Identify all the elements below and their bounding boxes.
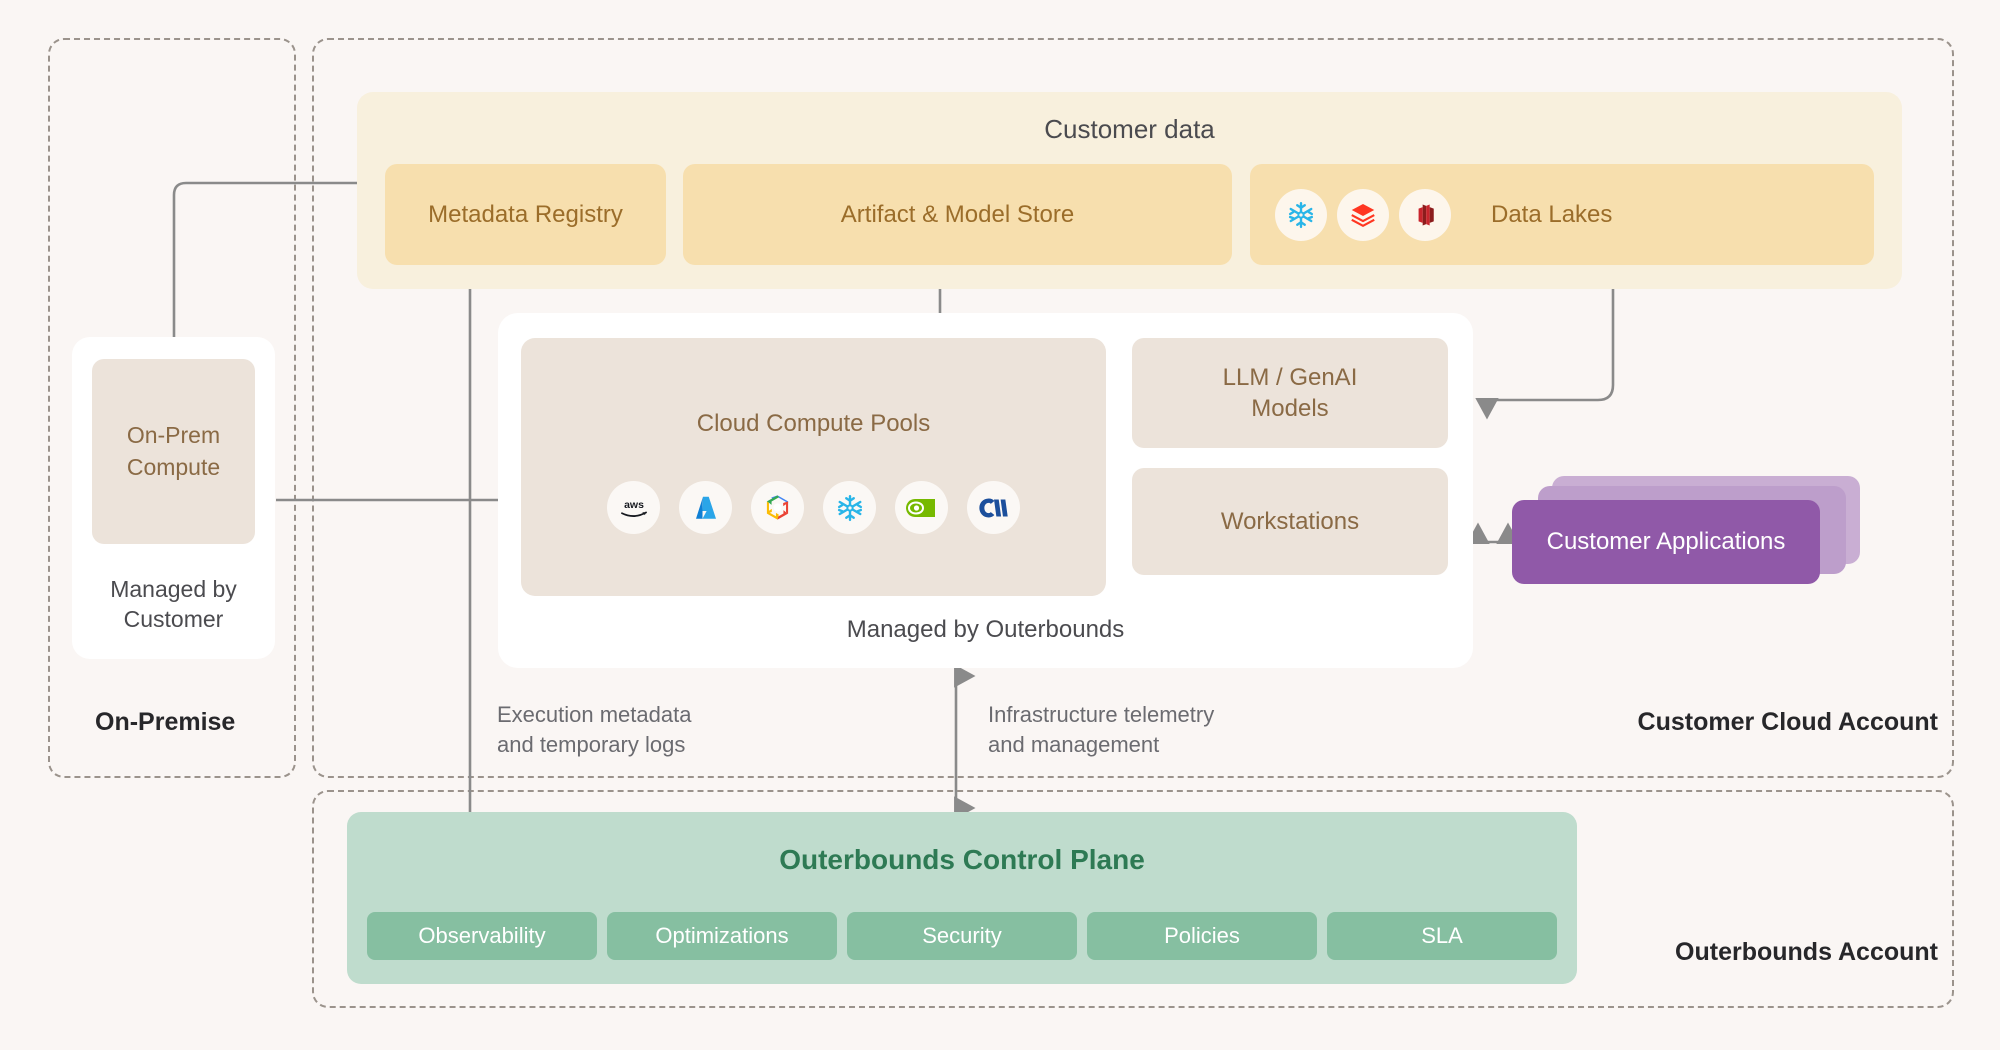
google-cloud-icon <box>751 481 804 534</box>
control-plane-pill-group: Observability Optimizations Security Pol… <box>367 912 1557 960</box>
control-plane-pill-label: Optimizations <box>655 923 789 948</box>
workstations-box[interactable]: Workstations <box>1132 468 1448 575</box>
zone-outerbounds-account <box>312 790 1954 1008</box>
zone-label-on-premise: On-Premise <box>95 708 236 736</box>
data-lakes-box[interactable]: Data Lakes <box>1250 164 1874 265</box>
metadata-registry-box[interactable]: Metadata Registry <box>385 164 666 265</box>
databricks-icon <box>1337 188 1389 241</box>
zone-customer-cloud-account <box>312 38 1954 778</box>
customer-applications-label: Customer Applications <box>1546 528 1786 555</box>
control-plane-pill-observability[interactable]: Observability <box>367 912 597 960</box>
customer-data-panel: Customer data Metadata Registry Artifact… <box>357 92 1902 289</box>
artifact-model-store-label: Artifact & Model Store <box>840 200 1075 228</box>
svg-text:aws: aws <box>624 499 644 511</box>
workstations-label: Workstations <box>1220 507 1360 535</box>
control-plane-pill-security[interactable]: Security <box>847 912 1077 960</box>
llm-genai-models-label: LLM / GenAI Models <box>1222 363 1358 422</box>
managed-by-outerbounds-label: Managed by Outerbounds <box>846 616 1125 643</box>
control-plane-title: Outerbounds Control Plane <box>779 844 1145 875</box>
on-prem-compute-box[interactable]: On-Prem Compute <box>92 359 255 544</box>
outerbounds-managed-panel: Cloud Compute Pools aws <box>498 313 1473 668</box>
control-plane-pill-optimizations[interactable]: Optimizations <box>607 912 837 960</box>
azure-icon <box>679 481 732 534</box>
control-plane-pill-label: Security <box>922 923 1002 948</box>
outerbounds-control-plane-panel: Outerbounds Control Plane Observability … <box>347 812 1577 984</box>
annotation-execution-metadata: Execution metadata and temporary logs <box>497 702 692 757</box>
control-plane-pill-label: Policies <box>1164 923 1240 948</box>
control-plane-pill-policies[interactable]: Policies <box>1087 912 1317 960</box>
redshift-icon <box>1399 188 1451 241</box>
snowflake-icon <box>1275 188 1327 241</box>
customer-applications-stack[interactable]: Customer Applications <box>1512 476 1860 584</box>
aws-icon: aws <box>607 481 660 534</box>
nvidia-icon <box>895 481 948 534</box>
cloud-compute-pools-label: Cloud Compute Pools <box>696 410 931 437</box>
zone-label-customer-cloud-account: Customer Cloud Account <box>1637 708 1938 736</box>
llm-genai-models-box[interactable]: LLM / GenAI Models <box>1132 338 1448 448</box>
artifact-model-store-box[interactable]: Artifact & Model Store <box>683 164 1232 265</box>
cloud-compute-pools-box[interactable]: Cloud Compute Pools aws <box>521 338 1106 596</box>
customer-data-title: Customer data <box>1044 114 1215 144</box>
annotation-infrastructure-telemetry: Infrastructure telemetry and management <box>988 702 1215 757</box>
snowflake-icon <box>823 481 876 534</box>
cloud-provider-icon-group: aws <box>521 481 1106 534</box>
data-lakes-label: Data Lakes <box>1491 200 1613 228</box>
customer-applications-box[interactable]: Customer Applications <box>1512 500 1820 584</box>
coreweave-icon <box>967 481 1020 534</box>
on-prem-compute-label: On-Prem Compute <box>126 422 221 480</box>
zone-label-outerbounds-account: Outerbounds Account <box>1675 938 1938 966</box>
control-plane-pill-label: SLA <box>1421 923 1463 948</box>
data-lake-icon-group <box>1275 188 1451 241</box>
control-plane-pill-label: Observability <box>418 923 546 948</box>
managed-by-customer-label: Managed by Customer <box>110 576 237 632</box>
metadata-registry-label: Metadata Registry <box>428 200 623 228</box>
zone-on-premise <box>48 38 296 778</box>
on-prem-card: On-Prem Compute Managed by Customer <box>72 337 275 659</box>
control-plane-pill-sla[interactable]: SLA <box>1327 912 1557 960</box>
